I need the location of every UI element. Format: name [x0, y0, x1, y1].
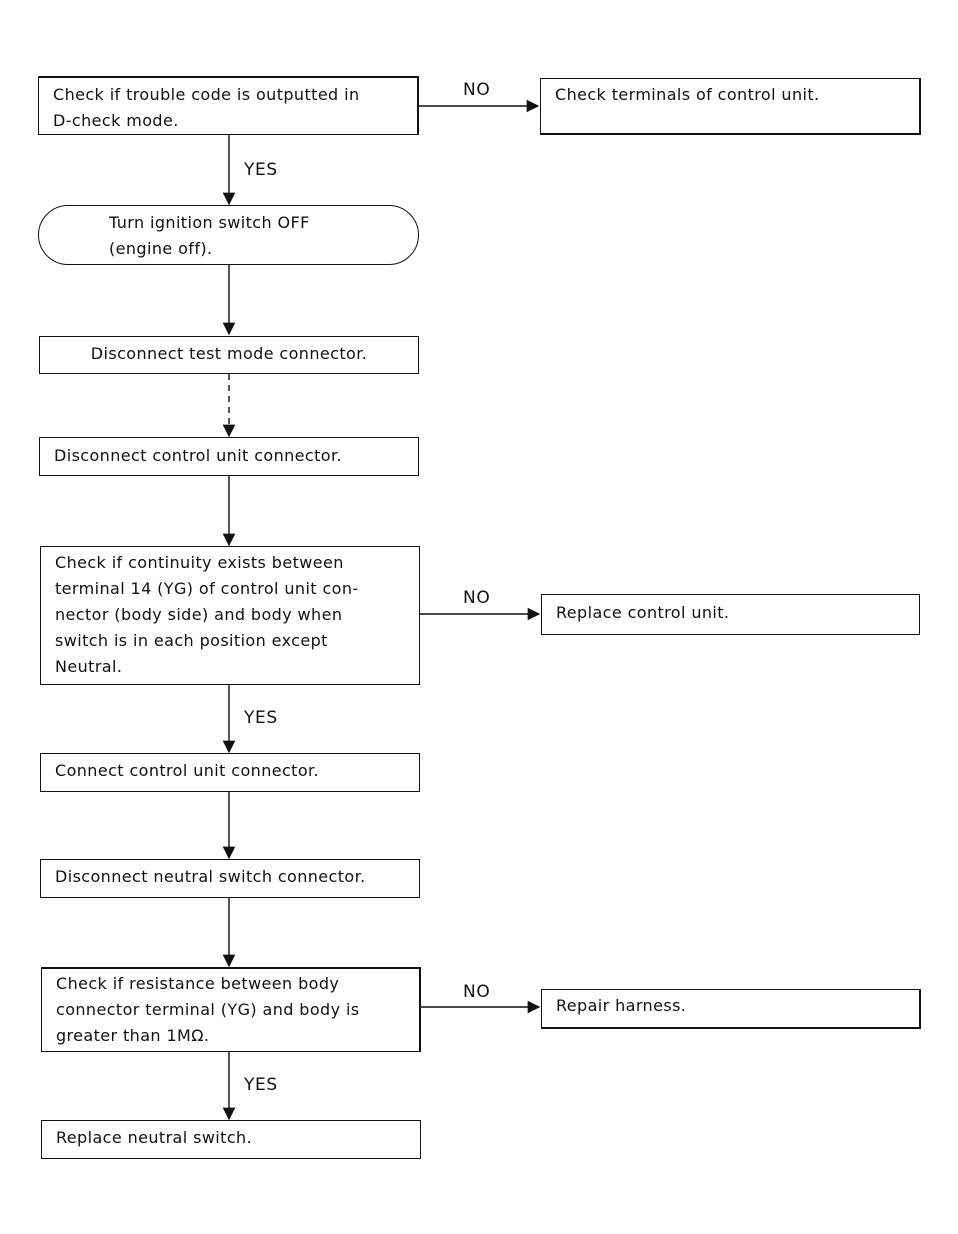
step-connect-control-unit-connector: Connect control unit connector. — [40, 753, 420, 792]
step-replace-control-unit: Replace control unit. — [541, 594, 920, 635]
step-text-line: Check if continuity exists between — [55, 553, 344, 572]
step-text-line: Turn ignition switch OFF — [109, 213, 310, 232]
step-text-line: D-check mode. — [53, 111, 179, 130]
step-text-line: Replace control unit. — [556, 603, 730, 622]
step-check-trouble-code: Check if trouble code is outputted in D-… — [38, 76, 419, 135]
no-label: NO — [463, 588, 491, 608]
no-label: NO — [463, 80, 491, 100]
yes-label: YES — [244, 1075, 278, 1095]
step-text-line: (engine off). — [109, 239, 213, 258]
step-text-line: Repair harness. — [556, 996, 687, 1015]
step-text-line: Replace neutral switch. — [56, 1128, 253, 1147]
step-replace-neutral-switch: Replace neutral switch. — [41, 1120, 421, 1159]
step-text-line: nector (body side) and body when — [55, 605, 343, 624]
step-check-continuity: Check if continuity exists between termi… — [40, 546, 420, 685]
step-text-line: Disconnect test mode connector. — [90, 344, 368, 363]
step-text-line: Disconnect neutral switch connector. — [55, 867, 366, 886]
step-disconnect-control-unit-connector: Disconnect control unit connector. — [39, 437, 419, 476]
yes-label: YES — [244, 708, 278, 728]
step-text-line: Check terminals of control unit. — [555, 85, 820, 104]
step-disconnect-neutral-switch-connector: Disconnect neutral switch connector. — [40, 859, 420, 898]
step-text-line: switch is in each position except — [55, 631, 328, 650]
step-turn-ignition-off: Turn ignition switch OFF (engine off). — [38, 205, 419, 265]
step-text-line: Connect control unit connector. — [55, 761, 320, 780]
yes-label: YES — [244, 160, 278, 180]
step-text-line: greater than 1MΩ. — [56, 1026, 210, 1045]
step-text-line: terminal 14 (YG) of control unit con- — [55, 579, 359, 598]
step-text-line: connector terminal (YG) and body is — [56, 1000, 360, 1019]
step-text-line: Check if trouble code is outputted in — [53, 85, 360, 104]
step-check-resistance: Check if resistance between body connect… — [41, 967, 421, 1052]
step-disconnect-test-mode-connector: Disconnect test mode connector. — [39, 336, 419, 374]
step-text-line: Disconnect control unit connector. — [54, 446, 342, 465]
step-text-line: Check if resistance between body — [56, 974, 340, 993]
step-check-terminals: Check terminals of control unit. — [540, 78, 921, 135]
step-repair-harness: Repair harness. — [541, 989, 921, 1029]
step-text-line: Neutral. — [55, 657, 123, 676]
no-label: NO — [463, 982, 491, 1002]
